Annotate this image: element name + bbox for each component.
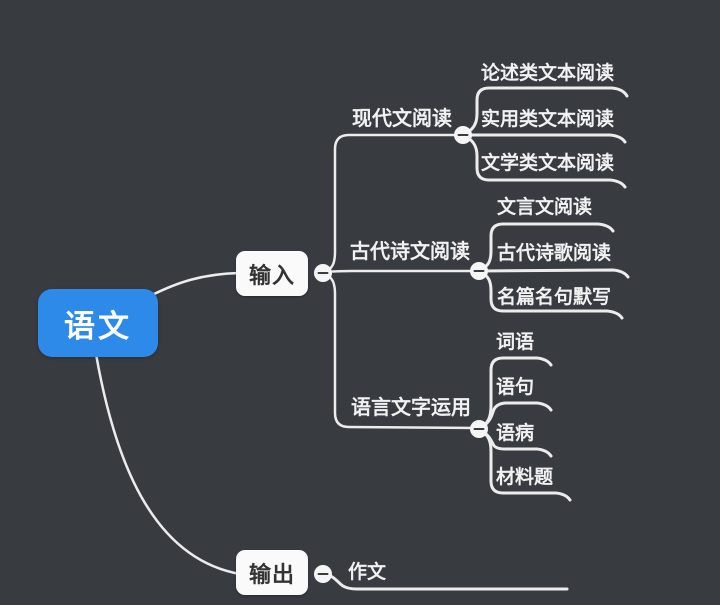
- connector-line: [321, 269, 481, 274]
- leaf-material-questions[interactable]: 材料题: [496, 467, 554, 488]
- connector-line: [94, 352, 242, 576]
- leaf-classical-chinese-reading[interactable]: 文言文阅读: [497, 197, 593, 218]
- collapse-button-ancient-reading[interactable]: [470, 262, 488, 280]
- connector-line: [148, 271, 242, 298]
- branch-modern-reading[interactable]: 现代文阅读: [352, 108, 452, 130]
- topic-input-node[interactable]: 输入: [236, 251, 308, 296]
- collapse-button-input[interactable]: [314, 264, 332, 282]
- collapse-button-modern-reading[interactable]: [454, 126, 472, 144]
- connector-line: [477, 428, 572, 502]
- branch-ancient-reading[interactable]: 古代诗文阅读: [350, 241, 470, 263]
- connector-line: [477, 268, 630, 279]
- leaf-argumentative-text-reading[interactable]: 论述类文本阅读: [481, 63, 615, 84]
- leaf-practical-text-reading[interactable]: 实用类文本阅读: [481, 109, 615, 130]
- topic-output-node[interactable]: 输出: [236, 550, 308, 595]
- connector-line: [461, 134, 627, 189]
- leaf-literary-text-reading[interactable]: 文学类文本阅读: [481, 153, 615, 174]
- leaf-sentences[interactable]: 语句: [496, 377, 535, 398]
- branch-language-use[interactable]: 语言文字运用: [351, 397, 471, 419]
- connector-line: [477, 270, 624, 320]
- leaf-composition[interactable]: 作文: [348, 562, 387, 583]
- connector-line: [477, 222, 615, 272]
- leaf-famous-passage-dictation[interactable]: 名篇名句默写: [497, 287, 612, 308]
- connector-line: [477, 401, 553, 430]
- collapse-button-output[interactable]: [314, 565, 332, 583]
- collapse-button-language-use[interactable]: [470, 420, 488, 438]
- connector-line: [461, 86, 629, 136]
- leaf-grammar-errors[interactable]: 语病: [496, 423, 535, 444]
- leaf-ancient-poetry-reading[interactable]: 古代诗歌阅读: [497, 243, 612, 264]
- leaf-words[interactable]: 词语: [496, 332, 535, 353]
- root-topic[interactable]: 语文: [38, 289, 158, 357]
- connector-line: [461, 133, 627, 144]
